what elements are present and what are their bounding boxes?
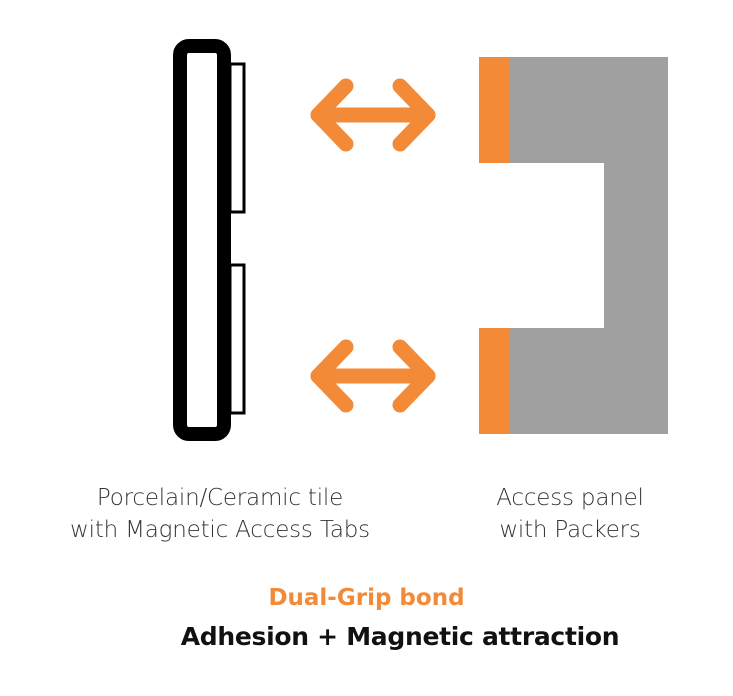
packer-top [479,57,510,163]
double-arrow-icon [310,339,436,413]
panel-frame [510,57,668,434]
panel-caption: Access panel with Packers [450,482,690,546]
access-panel [479,57,668,434]
tile-caption: Porcelain/Ceramic tile with Magnetic Acc… [20,482,420,546]
bond-subtitle: Adhesion + Magnetic attraction [180,622,620,651]
panel-caption-line2: with Packers [499,517,641,543]
packer-bottom [479,328,510,434]
bond-diagram [173,39,668,441]
magnetic-tab-top [228,62,246,214]
tile-body [173,39,231,441]
ceramic-tile [173,39,246,441]
panel-caption-line1: Access panel [496,485,644,511]
tile-caption-line1: Porcelain/Ceramic tile [96,485,344,511]
bond-title: Dual-Grip bond [268,585,465,611]
magnetic-tab-bottom [228,263,246,415]
double-arrow-icon [310,78,436,152]
tile-caption-line2: with Magnetic Access Tabs [70,517,370,543]
